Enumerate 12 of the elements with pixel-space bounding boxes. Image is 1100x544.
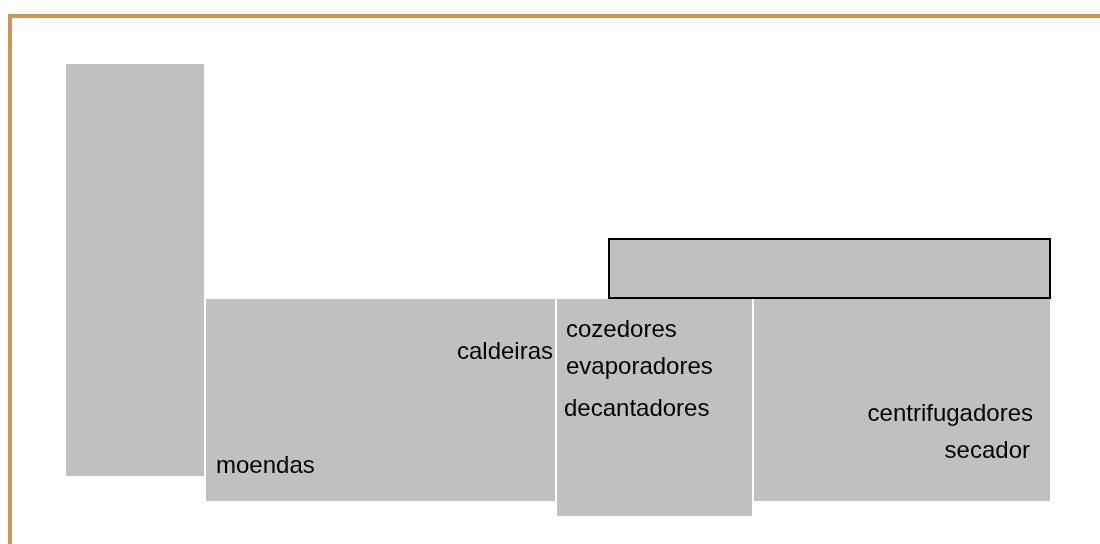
room-block — [206, 299, 555, 501]
room-block — [66, 64, 204, 476]
room-label: evaporadores — [566, 352, 713, 380]
room-block — [754, 299, 1050, 501]
room-label: moendas — [216, 451, 315, 479]
room-label: secador — [944, 436, 1030, 464]
room-label: cozedores — [566, 315, 677, 343]
room-block — [557, 299, 752, 516]
room-label: caldeiras — [456, 337, 553, 365]
room-label: decantadores — [564, 394, 710, 422]
room-block — [608, 238, 1051, 299]
room-label: centrifugadores — [867, 399, 1033, 427]
